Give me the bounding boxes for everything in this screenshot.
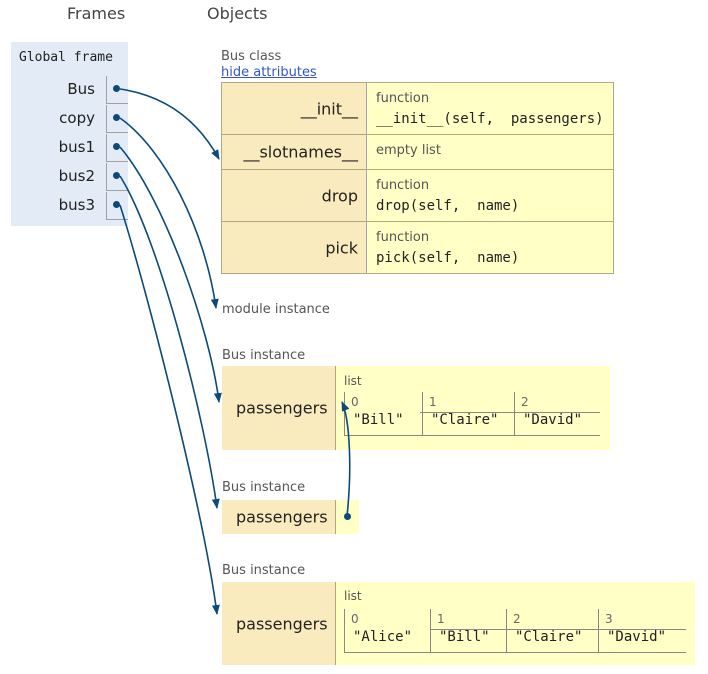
module-instance-label: module instance (222, 302, 330, 317)
pointer-dot (113, 172, 120, 179)
objects-header: Objects (207, 4, 268, 23)
list-type-label: list (344, 589, 362, 603)
class-attr-key: __slotnames__ (222, 135, 367, 169)
instance-attr-key: passengers (222, 582, 335, 665)
list-index: 2 (521, 395, 529, 409)
list-value: "Claire" (431, 412, 499, 428)
list-cell: 0 "Bill" (344, 392, 422, 436)
bus-class-box: __init__ function __init__(self, passeng… (221, 82, 614, 274)
instance-attr-value: list 0 "Alice" 1 "Bill" 2 "Claire" 3 "Da… (335, 582, 695, 665)
list-cell: 1 "Bill" (430, 609, 506, 653)
pointer-dot (113, 114, 120, 121)
class-attr-row: pick function pick(self, name) (222, 222, 613, 273)
hide-attributes-link[interactable]: hide attributes (221, 65, 317, 80)
list-cell: 2 "David" (514, 392, 600, 436)
instance-attr-value: list 0 "Bill" 1 "Claire" 2 "David" (335, 366, 610, 450)
function-signature: __init__(self, passengers) (376, 111, 604, 127)
global-frame-title: Global frame (19, 50, 113, 65)
list-top-border (430, 629, 686, 630)
variable-name: Bus (67, 80, 95, 98)
list-cell: 3 "David" (598, 609, 686, 653)
list-index: 2 (513, 612, 521, 626)
list-value: "Claire" (515, 629, 583, 645)
function-kind: function (376, 230, 430, 245)
bus-instance-label: Bus instance (222, 480, 306, 495)
list-value: "Bill" (439, 629, 490, 645)
class-attr-value: function pick(self, name) (368, 222, 613, 273)
list-index: 3 (605, 612, 613, 626)
frames-header: Frames (67, 4, 126, 23)
empty-list-kind: empty list (376, 143, 441, 158)
instance-attr-key: passengers (222, 366, 335, 450)
variable-row-bus: Bus (11, 76, 128, 104)
list-index: 0 (351, 612, 359, 626)
variable-row-bus3: bus3 (11, 192, 128, 220)
pointer-cell (106, 192, 128, 220)
list-cell: 1 "Claire" (422, 392, 514, 436)
arrow-copy-to-module (119, 117, 219, 309)
class-attr-key: drop (222, 170, 367, 221)
instance-attr-value (335, 500, 359, 534)
bus-instance-label: Bus instance (222, 563, 306, 578)
list-type-label: list (344, 374, 362, 388)
variable-name: bus1 (58, 138, 95, 156)
variable-row-bus1: bus1 (11, 134, 128, 162)
function-signature: pick(self, name) (376, 250, 520, 266)
class-attr-row: drop function drop(self, name) (222, 170, 613, 222)
variable-name: bus2 (58, 167, 95, 185)
variable-name: copy (59, 109, 95, 127)
variable-row-copy: copy (11, 105, 128, 133)
pointer-dot (113, 201, 120, 208)
variable-name: bus3 (58, 196, 95, 214)
pointer-cell (106, 134, 128, 162)
list-index: 0 (351, 395, 359, 409)
list-index: 1 (437, 612, 445, 626)
class-attr-key: pick (222, 222, 367, 273)
bus-instance-label: Bus instance (222, 348, 306, 363)
list-value: "David" (523, 412, 583, 428)
arrow-bus3-to-instance3 (119, 204, 220, 615)
list-index: 1 (429, 395, 437, 409)
class-attr-row: __init__ function __init__(self, passeng… (222, 83, 613, 135)
arrow-bus1-to-instance1 (119, 146, 222, 403)
class-attr-value: function __init__(self, passengers) (368, 83, 613, 134)
class-attr-row: __slotnames__ empty list (222, 135, 613, 170)
arrow-bus-to-class (119, 88, 220, 160)
pointer-dot (344, 513, 351, 520)
function-kind: function (376, 91, 430, 106)
instance-attr-key: passengers (222, 500, 335, 534)
function-signature: drop(self, name) (376, 198, 520, 214)
list-cell: 0 "Alice" (344, 609, 430, 653)
list-value: "Bill" (353, 412, 404, 428)
list-top-border (420, 412, 600, 413)
pointer-dot (113, 85, 120, 92)
pointer-dot (113, 143, 120, 150)
pointer-cell (106, 76, 128, 104)
list-value: "David" (607, 629, 667, 645)
pointer-cell (106, 105, 128, 133)
list-cell: 2 "Claire" (506, 609, 598, 653)
list-value: "Alice" (353, 629, 413, 645)
bus-class-label: Bus class (221, 49, 282, 64)
function-kind: function (376, 178, 430, 193)
class-attr-value: function drop(self, name) (368, 170, 613, 221)
arrow-bus2-to-instance2 (119, 175, 220, 509)
variable-row-bus2: bus2 (11, 163, 128, 191)
class-attr-key: __init__ (222, 83, 367, 134)
pointer-cell (106, 163, 128, 191)
class-attr-value: empty list (368, 135, 613, 169)
global-frame: Global frame Bus copy bus1 bus2 bus3 (11, 42, 128, 226)
